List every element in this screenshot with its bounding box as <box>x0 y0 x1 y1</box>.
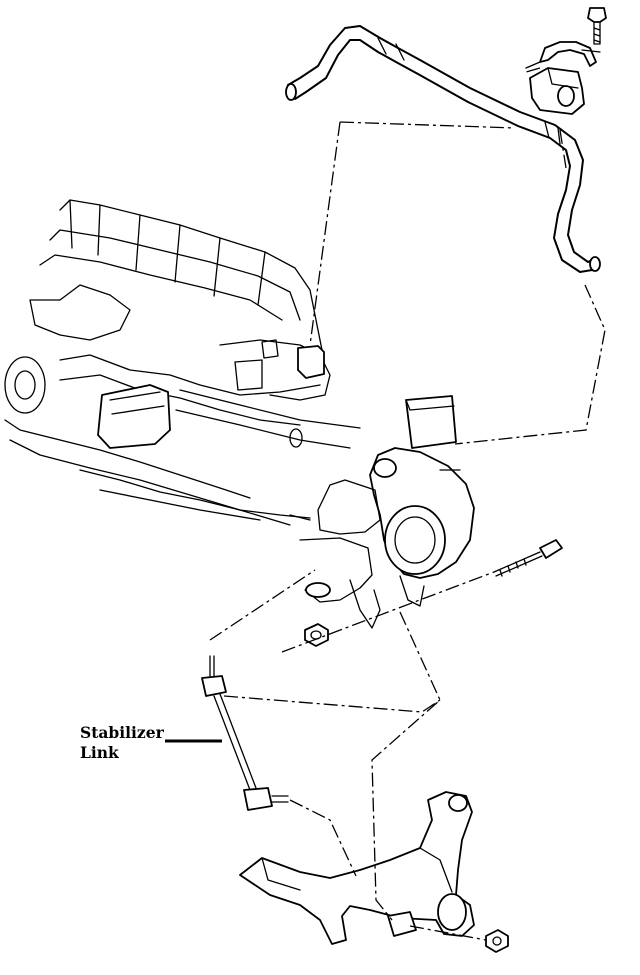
steering-knuckle <box>289 447 475 629</box>
stabilizer-link-label: Stabilizer Link <box>80 723 164 763</box>
bushing <box>529 67 585 115</box>
long-bolt <box>493 539 563 577</box>
stabilizer-link <box>201 655 289 811</box>
strut-mount <box>405 395 457 449</box>
engine-transaxle-assembly <box>4 199 361 526</box>
bushing-bracket <box>525 41 601 69</box>
stabilizer-bar <box>285 25 601 273</box>
control-arm-nut <box>485 929 509 953</box>
stabilizer-link-label-line2: Link <box>80 743 119 762</box>
bracket-bolt <box>587 7 607 45</box>
stabilizer-link-label-line1: Stabilizer <box>80 723 164 742</box>
assembly-lines <box>209 67 606 941</box>
lower-control-arm <box>239 791 475 945</box>
